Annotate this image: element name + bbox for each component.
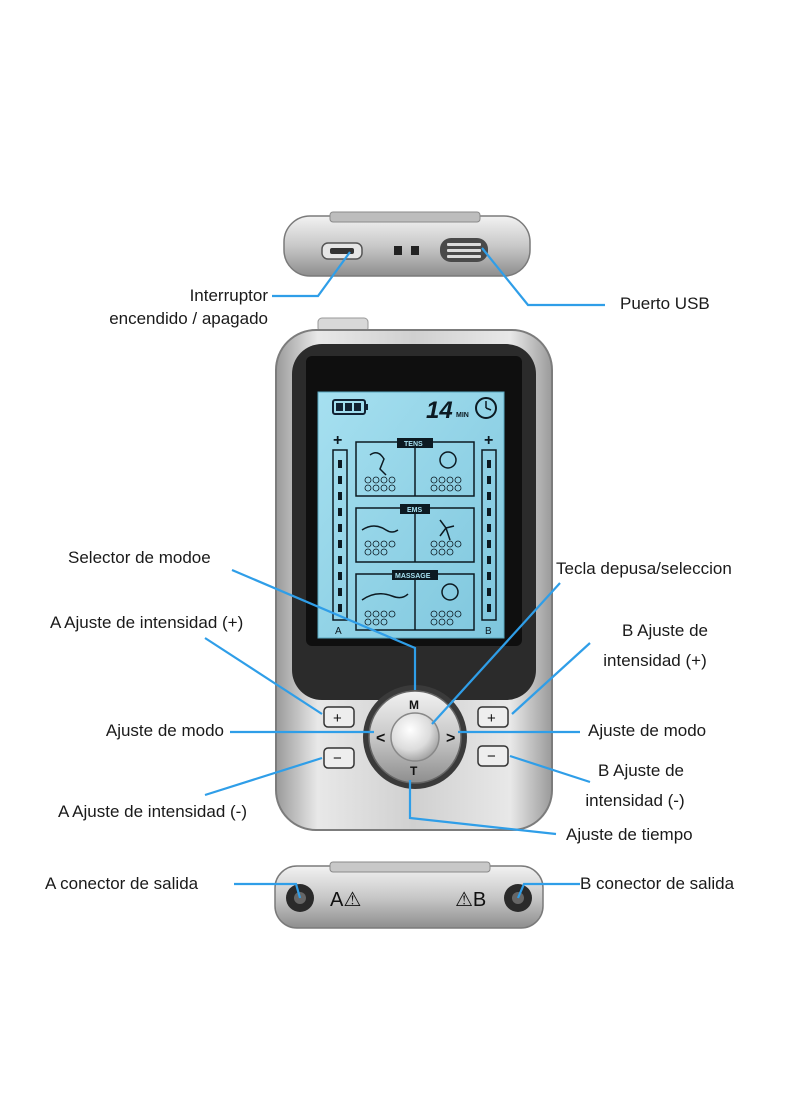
channel-b-plus: + (484, 432, 493, 449)
line-pause-key (431, 582, 561, 725)
line-a-plus (204, 637, 323, 715)
channel-b-letter: B (485, 626, 492, 637)
channel-a-plus: + (333, 432, 342, 449)
label-b-intensity-up-1: B Ajuste de (621, 621, 708, 640)
massage-label: MASSAGE (395, 573, 431, 580)
label-time-adjust: Ajuste de tiempo (566, 825, 693, 844)
line-power-switch (272, 251, 351, 298)
a-intensity-down-button[interactable]: − (323, 747, 355, 769)
line-usb (481, 247, 605, 307)
label-power-switch-1: Interruptor (189, 286, 268, 305)
label-a-intensity-up: A Ajuste de intensidad (+) (50, 613, 244, 632)
lcd-screen: 14 MIN + + (317, 391, 505, 639)
label-mode-selector: Selector de modoe (68, 548, 211, 567)
tens-label: TENS (404, 441, 423, 448)
jack-b-label: ⚠B (455, 889, 486, 911)
channel-b-intensity-bar (481, 449, 497, 621)
label-b-intensity-down-2: intensidad (-) (585, 791, 685, 810)
pause-select-button[interactable] (390, 712, 440, 762)
label-a-output: A conector de salida (45, 874, 199, 893)
line-b-minus (509, 754, 591, 784)
mode-left-button[interactable]: < (376, 730, 385, 747)
a-plus-glyph: + (333, 710, 342, 727)
line-b-plus (511, 642, 591, 715)
a-minus-glyph: − (333, 750, 342, 767)
label-mode-adjust-left: Ajuste de modo (105, 721, 224, 740)
label-b-output: B conector de salida (580, 874, 735, 893)
line-a-output (234, 882, 302, 899)
label-pause-key: Tecla depusa/seleccion (556, 559, 732, 578)
bottom-view: A⚠ ⚠B (274, 861, 544, 929)
tens-section: TENS (355, 438, 475, 497)
battery-icon (332, 399, 368, 415)
mode-select-button[interactable]: M (409, 698, 419, 712)
mode-right-button[interactable]: > (446, 730, 455, 747)
timer-value: 14 (426, 397, 453, 424)
time-button[interactable]: T (410, 764, 418, 778)
timer-unit: MIN (456, 412, 469, 419)
a-intensity-up-button[interactable]: + (323, 706, 355, 728)
label-b-intensity-down-1: B Ajuste de (597, 761, 684, 780)
ems-section: EMS (355, 504, 475, 563)
clock-icon (475, 397, 497, 419)
label-power-switch-2: encendido / apagado (109, 309, 268, 328)
leader-lines (204, 247, 605, 899)
label-usb-port: Puerto USB (620, 294, 710, 313)
ems-label: EMS (407, 507, 423, 514)
line-a-minus (204, 756, 323, 797)
massage-section: MASSAGE (355, 570, 475, 631)
b-intensity-up-button[interactable]: + (477, 706, 509, 728)
b-intensity-down-button[interactable]: − (477, 745, 509, 767)
usb-port[interactable] (440, 238, 488, 262)
b-plus-glyph: + (487, 710, 496, 727)
top-view (283, 211, 531, 277)
line-b-output (516, 882, 580, 899)
label-mode-adjust-right: Ajuste de modo (588, 721, 707, 740)
channel-a-letter: A (335, 626, 342, 637)
channel-a-intensity-bar (332, 449, 348, 621)
b-minus-glyph: − (487, 748, 496, 765)
dpad: M T < > (363, 685, 467, 789)
jack-a-label: A⚠ (330, 889, 361, 911)
line-mode-selector (231, 568, 417, 690)
line-time (408, 780, 557, 836)
label-b-intensity-up-2: intensidad (+) (603, 651, 707, 670)
label-a-intensity-down: A Ajuste de intensidad (-) (58, 802, 248, 821)
